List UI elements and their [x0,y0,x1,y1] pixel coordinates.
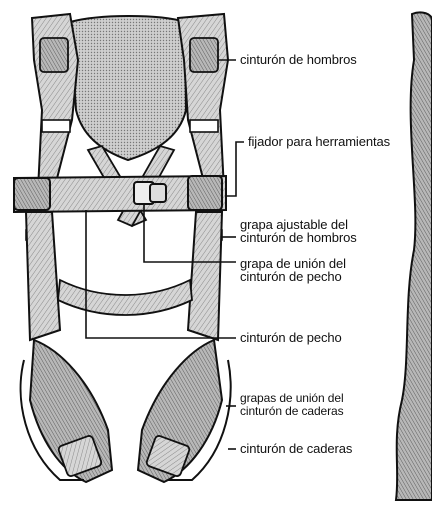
label-tool-holder: fijador para herramientas [248,135,390,149]
label-chest-buckle: grapa de unión del cinturón de pecho [240,257,346,283]
leader-tool-holder [226,142,244,196]
label-shoulder-strap: cinturón de hombros [240,53,357,67]
side-strap-right [188,212,222,340]
left-leg-loop [21,340,112,482]
chest-strap [14,176,226,212]
back-pad [70,16,186,160]
right-leg-loop [138,340,231,482]
side-strap-left [26,212,60,340]
label-chest-strap: cinturón de pecho [240,331,342,345]
label-hip-strap: cinturón de caderas [240,442,352,456]
chest-buckle [134,182,166,204]
label-hip-buckles: grapas de unión del cinturón de caderas [240,392,344,418]
left-shoulder-strap [32,14,78,190]
label-shoulder-adjust-buckle: grapa ajustable del cinturón de hombros [240,218,357,244]
second-harness-partial [396,12,432,500]
sub-pelvic-strap [58,280,192,315]
